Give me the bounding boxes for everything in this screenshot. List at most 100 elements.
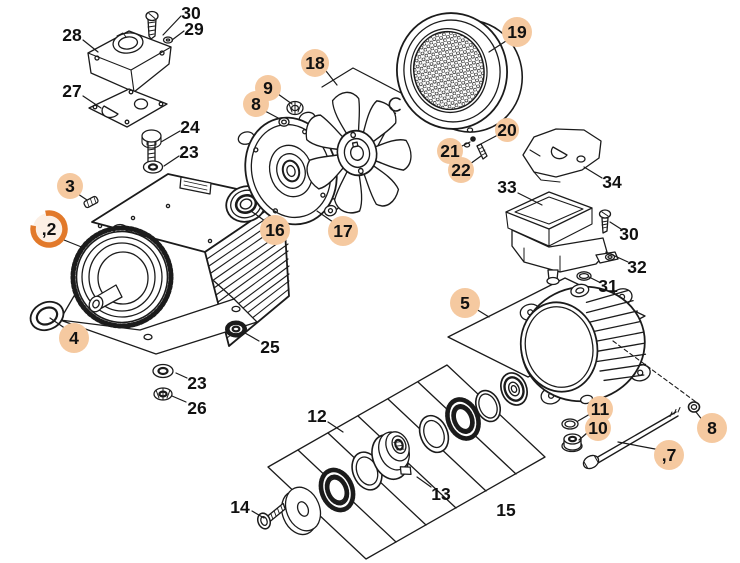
callout-label[interactable]: 32 [627, 257, 647, 277]
seal-stack [256, 372, 528, 536]
washer-23-bottom [152, 363, 174, 379]
highlight-circle [654, 440, 684, 470]
callout-label[interactable]: 14 [230, 497, 250, 517]
callout-30-a[interactable]: 30 [181, 3, 201, 23]
callout-label[interactable]: 31 [598, 276, 618, 296]
callout-19[interactable]: 19 [502, 17, 532, 47]
selection-ring [30, 210, 68, 248]
callout-label[interactable]: 22 [451, 160, 471, 180]
callout-label[interactable]: 28 [62, 25, 82, 45]
callout-label[interactable]: ,2 [42, 219, 57, 239]
callout-8-a[interactable]: 8 [243, 91, 269, 117]
callout-32[interactable]: 32 [627, 257, 647, 277]
callout-label[interactable]: 10 [588, 418, 608, 438]
callout-label[interactable]: 15 [496, 500, 516, 520]
countersunk-screw-14 [256, 502, 286, 530]
callout-label[interactable]: 25 [260, 337, 280, 357]
lock-nut-26 [153, 387, 173, 401]
callout-7[interactable]: ,7 [654, 440, 684, 470]
callout-label[interactable]: 29 [184, 19, 204, 39]
callout-17[interactable]: 17 [328, 216, 358, 246]
callout-11[interactable]: 11 [587, 396, 613, 422]
callout-label[interactable]: 30 [619, 224, 639, 244]
callout-4[interactable]: 4 [59, 323, 89, 353]
highlight-circle [328, 216, 358, 246]
callout-3[interactable]: 3 [57, 173, 83, 199]
washer-25 [225, 320, 247, 338]
terminal-gasket [88, 88, 168, 128]
callout-label[interactable]: 30 [181, 3, 201, 23]
callout-label[interactable]: 13 [431, 484, 451, 504]
callout-label[interactable]: 23 [179, 142, 199, 162]
callout-label[interactable]: 24 [180, 117, 200, 137]
highlight-circle [495, 118, 519, 142]
callout-34[interactable]: 34 [602, 172, 622, 192]
callout-label[interactable]: ,7 [662, 445, 677, 465]
callout-14[interactable]: 14 [230, 497, 250, 517]
knurled-ring-b [445, 397, 481, 441]
callout-label[interactable]: 5 [460, 293, 470, 313]
callouts: 30 29 28 27 24 23 3 ,2 4 9 8 18 16 17 19… [30, 3, 727, 520]
highlight-circle [57, 173, 83, 199]
callout-22[interactable]: 22 [448, 157, 474, 183]
callout-label[interactable]: 17 [333, 221, 352, 241]
callout-21[interactable]: 21 [437, 138, 463, 164]
callout-26[interactable]: 26 [187, 398, 207, 418]
callout-29[interactable]: 29 [184, 19, 204, 39]
bolt-24 [141, 129, 162, 163]
shaft-seal-4 [29, 300, 65, 332]
callout-2-selected[interactable]: ,2 [30, 210, 68, 248]
highlight-circle [450, 288, 480, 318]
callout-label[interactable]: 12 [307, 406, 327, 426]
callout-27[interactable]: 27 [62, 81, 81, 101]
callout-label[interactable]: 11 [591, 399, 610, 419]
highlight-circle [585, 415, 611, 441]
callout-28[interactable]: 28 [62, 25, 82, 45]
washer-29 [162, 36, 174, 44]
o-ring-11 [561, 418, 579, 430]
callout-label[interactable]: 8 [707, 418, 717, 438]
highlight-circle [587, 396, 613, 422]
flange-nut-10 [561, 433, 583, 453]
callout-23-a[interactable]: 23 [179, 142, 199, 162]
knurled-ring-a [318, 467, 356, 513]
callout-label[interactable]: 34 [602, 172, 622, 192]
bracket-34 [522, 128, 602, 183]
callout-15[interactable]: 15 [496, 500, 516, 520]
callout-16[interactable]: 16 [260, 215, 290, 245]
callout-label[interactable]: 4 [69, 328, 79, 348]
callout-23-b[interactable]: 23 [187, 373, 207, 393]
callout-13[interactable]: 13 [431, 484, 451, 504]
callout-20[interactable]: 20 [495, 118, 519, 142]
callout-label[interactable]: 16 [265, 220, 285, 240]
callout-12[interactable]: 12 [307, 406, 327, 426]
callout-label[interactable]: 19 [507, 22, 527, 42]
pump-housing [519, 283, 651, 405]
callout-label[interactable]: 33 [497, 177, 517, 197]
callout-31[interactable]: 31 [598, 276, 618, 296]
callout-5[interactable]: 5 [450, 288, 480, 318]
highlight-circle [697, 413, 727, 443]
callout-label[interactable]: 9 [263, 78, 273, 98]
callout-30-b[interactable]: 30 [619, 224, 639, 244]
callout-24[interactable]: 24 [180, 117, 200, 137]
leader-lines [49, 15, 704, 519]
callout-label[interactable]: 8 [251, 94, 261, 114]
callout-label[interactable]: 20 [497, 120, 517, 140]
callout-label[interactable]: 3 [65, 176, 75, 196]
callout-label[interactable]: 21 [440, 141, 460, 161]
highlight-circle [437, 138, 463, 164]
callout-label[interactable]: 23 [187, 373, 207, 393]
callout-label[interactable]: 27 [62, 81, 81, 101]
callout-10[interactable]: 10 [585, 415, 611, 441]
callout-25[interactable]: 25 [260, 337, 280, 357]
callout-18[interactable]: 18 [301, 49, 329, 77]
bolt-7 [582, 407, 681, 470]
callout-label[interactable]: 26 [187, 398, 207, 418]
callout-label[interactable]: 18 [305, 53, 325, 73]
callout-33[interactable]: 33 [497, 177, 517, 197]
highlight-circle [502, 17, 532, 47]
callout-8-b[interactable]: 8 [697, 413, 727, 443]
highlight-circle [243, 91, 269, 117]
